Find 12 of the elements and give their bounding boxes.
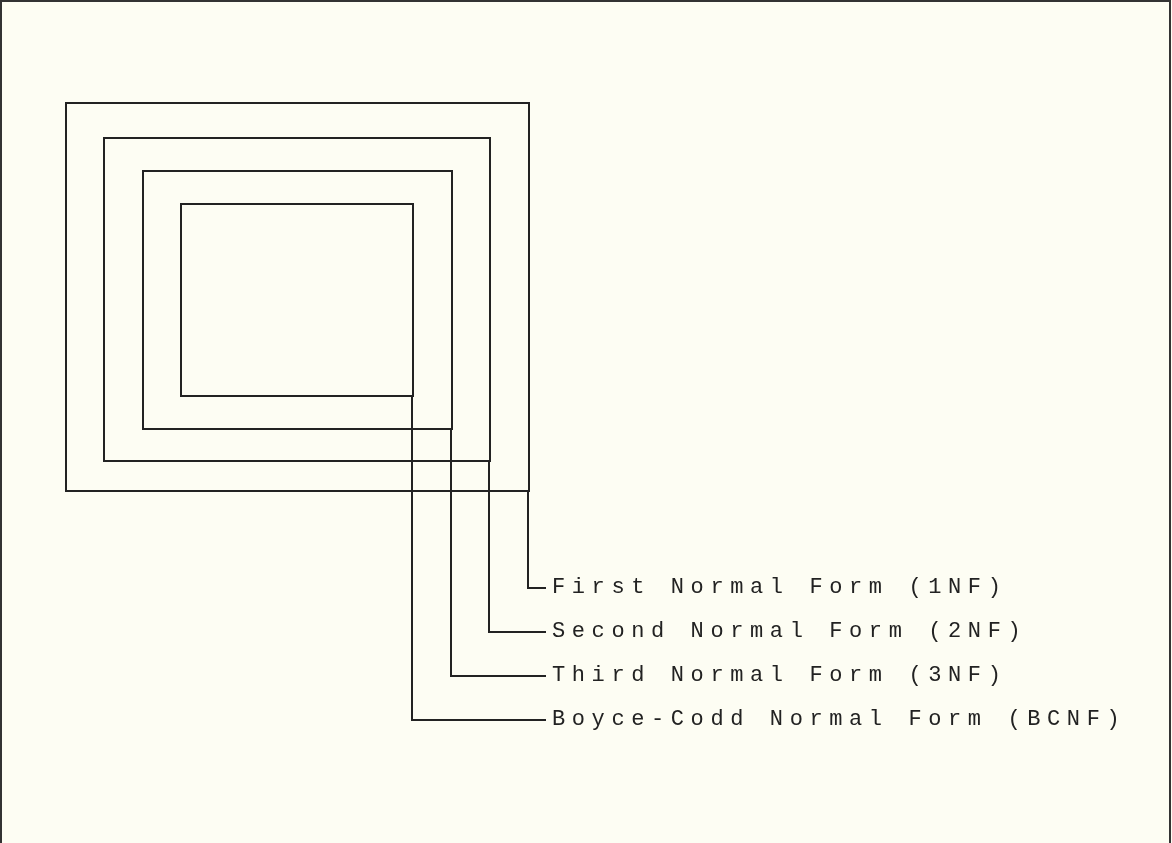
form-label: First Normal Form (1NF)	[552, 575, 1008, 601]
form-label: Second Normal Form (2NF)	[552, 619, 1028, 645]
nested-box	[180, 203, 414, 397]
leader-line	[450, 428, 547, 677]
nested-box	[142, 170, 453, 430]
form-label: Third Normal Form (3NF)	[552, 663, 1008, 689]
form-label: Boyce-Codd Normal Form (BCNF)	[552, 707, 1127, 733]
nested-box	[103, 137, 491, 462]
leader-line	[527, 490, 547, 589]
nested-box	[65, 102, 530, 492]
leader-line	[411, 395, 547, 721]
leader-line	[488, 460, 547, 633]
